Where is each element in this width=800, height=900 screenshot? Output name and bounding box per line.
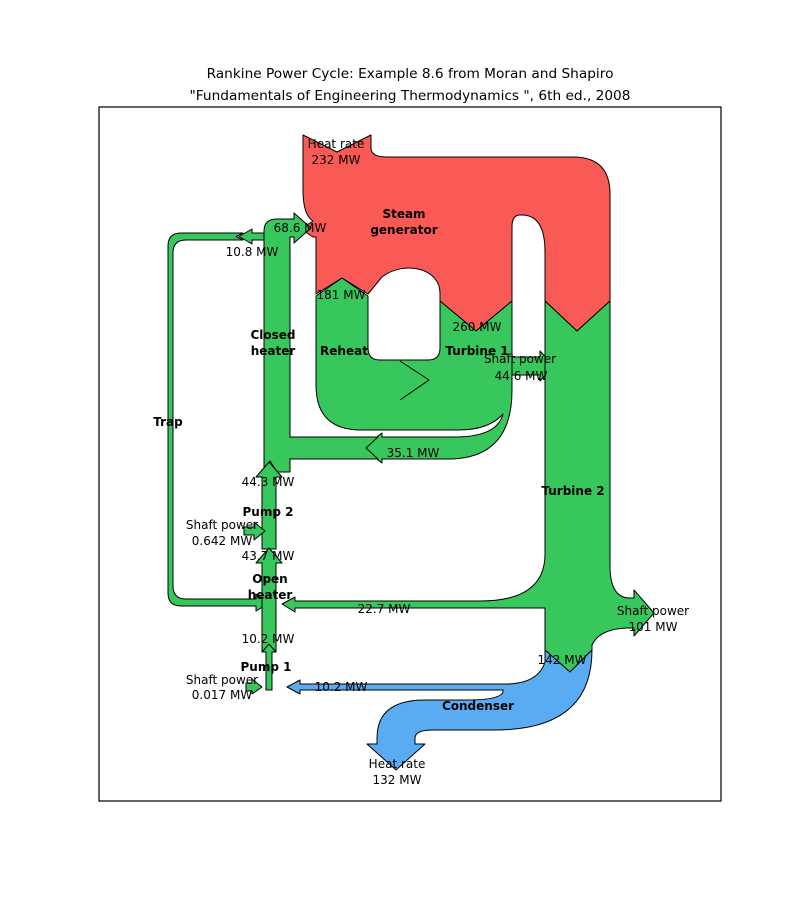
pump1-label: Pump 1: [241, 660, 292, 674]
pump2-shaft-arrow: [243, 521, 266, 541]
extraction2-label: 22.7 MW: [358, 602, 411, 616]
pump1-shaft-arrow: [245, 678, 263, 695]
pump2-out-label: 44.3 MW: [242, 475, 295, 489]
pump1-out-label: 10.2 MW: [242, 632, 295, 646]
turbine2-label: Turbine 2: [541, 484, 604, 498]
pump2-shaft-label-line2: 0.642 MW: [192, 534, 253, 548]
trap-label: Trap: [153, 415, 183, 429]
closed-heater-label-line1: Closed: [250, 328, 295, 342]
trap-drain-label: 10.8 MW: [226, 245, 279, 259]
pump1-shaft-label-line1: Shaft power: [186, 673, 258, 687]
turbine2-flow: [281, 300, 655, 673]
pump2-in-label: 43.7 MW: [242, 549, 295, 563]
closed-heater-label-line2: heater: [251, 344, 296, 358]
heat-out-label-line1: Heat rate: [369, 757, 426, 771]
turbine2-shaft-label-line2: 101 MW: [629, 620, 678, 634]
heat-out-label-line2: 132 MW: [373, 773, 422, 787]
heat-in-label-line1: Heat rate: [308, 137, 365, 151]
condensate-label: 10.2 MW: [315, 680, 368, 694]
to-condenser-label: 142 MW: [538, 653, 587, 667]
steam-generator-label-line2: generator: [370, 223, 437, 237]
figure-title-line1: Rankine Power Cycle: Example 8.6 from Mo…: [207, 66, 614, 82]
steam-generator-label-line1: Steam: [382, 207, 425, 221]
flow-seam-chevron: [399, 360, 430, 401]
main-steam-label: 260 MW: [453, 320, 502, 334]
extraction1-label: 35.1 MW: [387, 446, 440, 460]
cold-reheat-label: 181 MW: [317, 288, 366, 302]
trap-flow: [167, 232, 271, 612]
heat-in-label-line2: 232 MW: [312, 153, 361, 167]
pump1-flow: [261, 643, 277, 691]
steam-generator-flow: [300, 134, 611, 332]
open-heater-label-line1: Open: [252, 572, 287, 586]
closed-heater-drain-arrow: [238, 228, 265, 245]
turbine1-label: Turbine 1: [445, 344, 508, 358]
condenser-flow: [286, 649, 593, 771]
turbine1-shaft-label-line1: Shaft power: [484, 352, 556, 366]
condenser-label: Condenser: [442, 699, 514, 713]
turbine2-shaft-label-line1: Shaft power: [617, 604, 689, 618]
pump1-shaft-label-line2: 0.017 MW: [192, 688, 253, 702]
figure-title-line2: "Fundamentals of Engineering Thermodynam…: [190, 88, 631, 104]
open-heater-label-line2: heater: [248, 588, 293, 602]
pump2-shaft-label-line1: Shaft power: [186, 518, 258, 532]
closed-heater-flow: [263, 212, 379, 473]
feed-water-label: 68.6 MW: [274, 221, 327, 235]
reheat-label: Reheat: [320, 344, 368, 358]
turbine1-shaft-label-line2: 44.6 MW: [495, 369, 548, 383]
pump2-label: Pump 2: [243, 505, 294, 519]
